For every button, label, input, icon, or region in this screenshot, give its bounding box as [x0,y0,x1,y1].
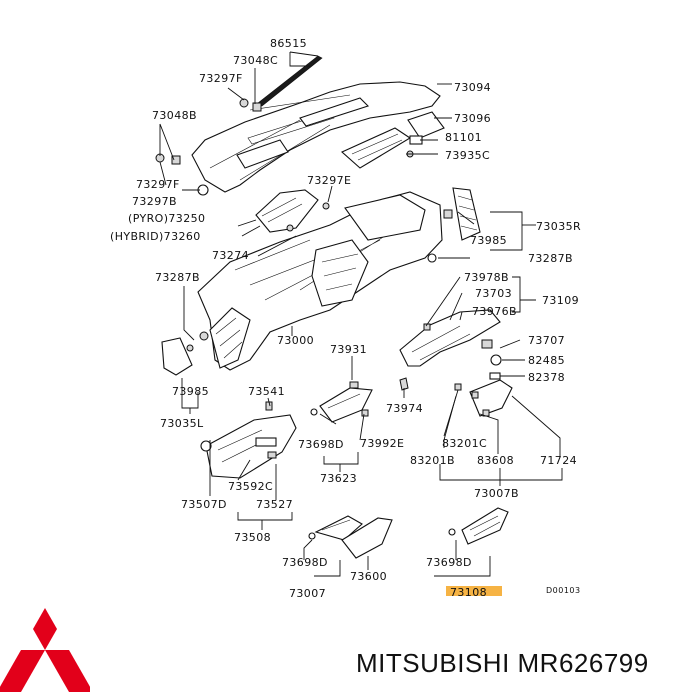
label-73592c: 73592C [228,480,273,493]
label-71724: 71724 [540,454,577,467]
label-73698d-low: 73698D [282,556,328,569]
label-73527: 73527 [256,498,293,511]
label-73274: 73274 [212,249,249,262]
label-73507d: 73507D [181,498,227,511]
label-73623: 73623 [320,472,357,485]
clip-73974 [399,377,409,391]
brand-part-number: MITSUBISHI MR626799 [356,648,649,678]
label-73000: 73000 [277,334,314,347]
label-73035l: 73035L [160,417,204,430]
label-73287b-right: 73287B [528,252,573,265]
label-73931: 73931 [330,343,367,356]
label-73250: (PYRO)73250 [128,212,205,225]
label-73048c: 73048C [233,54,278,67]
label-73007b: 73007B [474,487,519,500]
label-73508: 73508 [234,531,271,544]
label-81101: 81101 [445,131,482,144]
label-73297f-top: 73297F [199,72,243,85]
label-73935c: 73935C [445,149,490,162]
main-instrument-panel [197,191,443,371]
passenger-airbag-module [255,189,330,233]
label-73035r: 73035R [536,220,581,233]
right-under-cover [454,379,513,417]
label-82378: 82378 [528,371,565,384]
instrument-panel-fasteners [186,253,437,352]
diagram-code: D00103 [546,586,581,595]
label-73096: 73096 [454,112,491,125]
label-73109: 73109 [542,294,579,307]
highlight-73108 [446,586,502,596]
label-73985-right: 73985 [470,234,507,247]
leader-lines [159,51,563,577]
dashboard-upper-panel [191,81,441,193]
label-73287b-left: 73287B [155,271,200,284]
label-73698d-mid: 73698D [298,438,344,451]
label-73698d-right: 73698D [426,556,472,569]
label-73297f-mid: 73297F [136,178,180,191]
label-86515: 86515 [270,37,307,50]
label-73600: 73600 [350,570,387,583]
label-73007: 73007 [289,587,326,600]
lower-right-cover [448,507,509,545]
center-lower-cover [310,381,373,423]
label-73992e: 73992E [360,437,404,450]
label-73974: 73974 [386,402,423,415]
label-73108: 73108 [450,586,487,599]
label-73976b: 73976B [472,305,517,318]
label-73978b: 73978B [464,271,509,284]
label-73707: 73707 [528,334,565,347]
center-vent-assembly [341,111,445,169]
lower-left-covers [308,515,393,559]
label-73985-left: 73985 [172,385,209,398]
label-83608: 83608 [477,454,514,467]
label-73541: 73541 [248,385,285,398]
label-73048b: 73048B [152,109,197,122]
glove-box [200,401,297,479]
top-clips [239,98,262,112]
left-end-panel [161,337,193,376]
mitsubishi-logo-icon [0,608,90,692]
label-83201c: 83201C [442,437,487,450]
label-73703: 73703 [475,287,512,300]
right-end-panel [443,187,481,241]
label-73297e: 73297E [307,174,351,187]
label-73297b: 73297B [132,195,177,208]
lower-right-panel [399,309,502,380]
label-83201b: 83201B [410,454,455,467]
label-73260: (HYBRID)73260 [110,230,201,243]
label-73094: 73094 [454,81,491,94]
label-82485: 82485 [528,354,565,367]
